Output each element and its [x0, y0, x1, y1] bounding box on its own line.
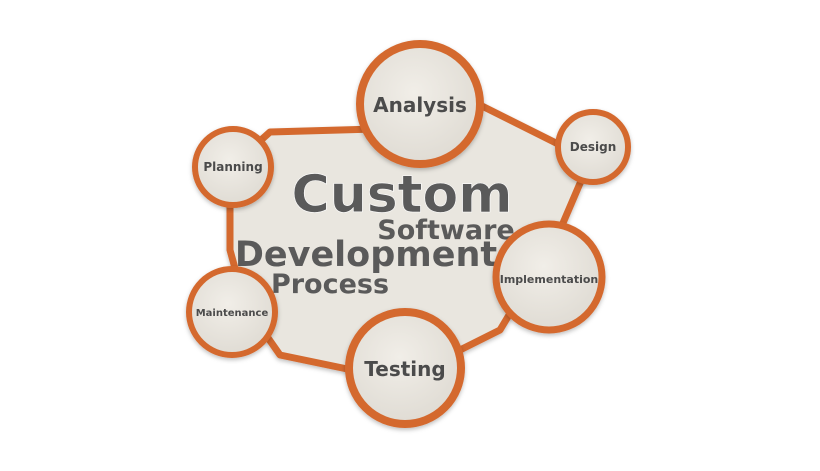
node-maintenance-label: Maintenance	[196, 308, 269, 319]
node-implementation	[492, 220, 606, 334]
title-custom: Custom	[292, 165, 513, 225]
node-design	[555, 109, 631, 185]
title-software: Software	[377, 215, 514, 246]
node-testing	[345, 308, 465, 428]
node-testing-label: Testing	[364, 357, 445, 381]
node-implementation-label: Implementation	[500, 273, 599, 286]
node-planning	[192, 126, 274, 208]
title-development: Development	[235, 235, 497, 275]
node-design-label: Design	[570, 140, 617, 154]
node-planning-label: Planning	[203, 160, 262, 174]
node-analysis-label: Analysis	[373, 93, 467, 117]
node-analysis	[356, 40, 484, 168]
title-process: Process	[271, 269, 389, 300]
node-maintenance	[186, 266, 278, 358]
